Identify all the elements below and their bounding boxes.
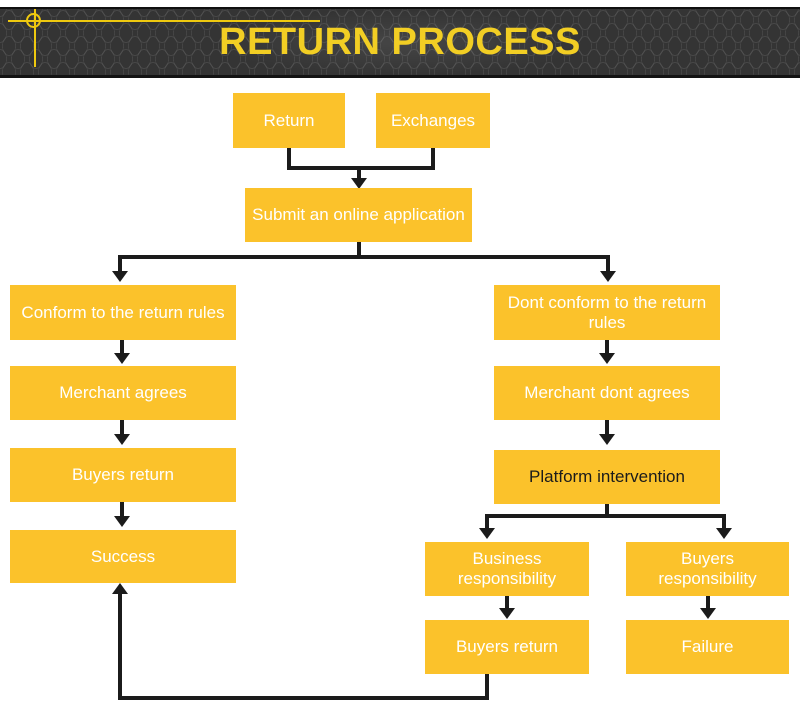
edge-feedback-up	[118, 594, 122, 696]
node-submit-application-label: Submit an online application	[252, 205, 465, 225]
edge-exchanges-down	[431, 148, 435, 170]
node-platform-intervention-label: Platform intervention	[529, 467, 685, 487]
arrowhead-to-failure	[700, 608, 716, 619]
edge-split-right-drop	[606, 255, 610, 273]
edge-feedback-down	[485, 674, 489, 700]
arrowhead-to-buyers-responsibility	[716, 528, 732, 539]
edge-merchant-agrees-down	[120, 420, 124, 436]
header-highlight-glow	[160, 7, 640, 78]
arrowhead-to-platform	[599, 434, 615, 445]
node-buyers-responsibility[interactable]: Buyers responsibility	[626, 542, 789, 596]
edge-business-responsibility-down	[505, 596, 509, 610]
node-dont-conform-to-return-rules-label: Dont conform to the return rules	[507, 292, 707, 332]
node-buyers-return-left[interactable]: Buyers return	[10, 448, 236, 502]
edge-buyers-responsibility-down	[706, 596, 710, 610]
node-buyers-return-right[interactable]: Buyers return	[425, 620, 589, 674]
node-success[interactable]: Success	[10, 530, 236, 583]
node-return[interactable]: Return	[233, 93, 345, 148]
guide-line-vertical	[34, 9, 36, 67]
edge-feedback-across	[118, 696, 489, 700]
edge-merge-stem	[357, 166, 361, 182]
arrowhead-to-business-responsibility	[479, 528, 495, 539]
edge-split-business-drop	[485, 514, 489, 530]
edge-buyers-return-left-down	[120, 502, 124, 518]
header-bottom-edge	[0, 75, 800, 78]
node-merchant-agrees[interactable]: Merchant agrees	[10, 366, 236, 420]
arrowhead-to-merchant-agrees	[114, 353, 130, 364]
arrowhead-to-dont-conform	[600, 271, 616, 282]
page-title: RETURN PROCESS	[219, 20, 581, 63]
edge-split-left-drop	[118, 255, 122, 273]
node-buyers-responsibility-label: Buyers responsibility	[658, 549, 757, 588]
node-platform-intervention[interactable]: Platform intervention	[494, 450, 720, 504]
arrowhead-to-success	[114, 516, 130, 527]
edge-conform-down	[120, 340, 124, 355]
crosshair-target-icon	[26, 13, 41, 28]
guide-line-horizontal	[8, 20, 320, 22]
header-banner: RETURN PROCESS	[0, 7, 800, 78]
header-top-edge	[0, 7, 800, 9]
node-failure[interactable]: Failure	[626, 620, 789, 674]
node-buyers-return-right-label: Buyers return	[455, 637, 559, 657]
node-conform-to-return-rules[interactable]: Conform to the return rules	[10, 285, 236, 340]
edge-split-bar-main	[118, 255, 610, 259]
node-submit-application[interactable]: Submit an online application	[245, 188, 472, 242]
edge-platform-down	[605, 504, 609, 518]
node-failure-label: Failure	[681, 637, 734, 657]
arrowhead-to-merchant-dont-agrees	[599, 353, 615, 364]
arrowhead-to-submit	[351, 178, 367, 189]
edge-split-buyers-drop	[722, 514, 726, 530]
node-buyers-return-left-label: Buyers return	[71, 465, 175, 485]
edge-split-bar-platform	[485, 514, 726, 518]
node-return-label: Return	[263, 110, 315, 130]
node-exchanges-label: Exchanges	[390, 110, 476, 130]
arrowhead-to-conform	[112, 271, 128, 282]
edge-merchant-dont-agrees-down	[605, 420, 609, 436]
node-business-responsibility[interactable]: Business responsibility	[425, 542, 589, 596]
node-merchant-dont-agrees[interactable]: Merchant dont agrees	[494, 366, 720, 420]
edge-merge-bar-top	[287, 166, 435, 170]
arrowhead-to-buyers-return-left	[114, 434, 130, 445]
node-business-responsibility-label: Business responsibility	[457, 549, 557, 588]
node-exchanges[interactable]: Exchanges	[376, 93, 490, 148]
node-conform-to-return-rules-label: Conform to the return rules	[21, 302, 225, 322]
node-success-label: Success	[90, 546, 156, 566]
arrowhead-feedback-to-success	[112, 583, 128, 594]
node-merchant-agrees-label: Merchant agrees	[59, 383, 187, 403]
edge-dont-conform-down	[605, 340, 609, 355]
edge-return-down	[287, 148, 291, 170]
edge-submit-down	[357, 242, 361, 259]
header-pattern-texture	[0, 7, 800, 78]
arrowhead-to-buyers-return-right	[499, 608, 515, 619]
node-dont-conform-to-return-rules[interactable]: Dont conform to the return rules	[494, 285, 720, 340]
node-merchant-dont-agrees-label: Merchant dont agrees	[524, 383, 690, 403]
